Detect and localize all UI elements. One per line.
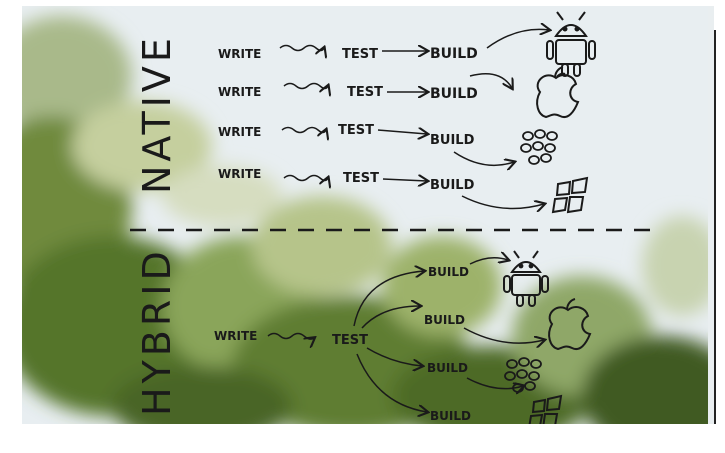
build-label: BUILD [428, 265, 469, 279]
arrow [382, 179, 427, 181]
adjacent-image-border [714, 30, 716, 424]
test-label: TEST [343, 171, 379, 186]
blackberry-icon [520, 129, 558, 165]
arrow [356, 353, 427, 412]
test-label: TEST [342, 47, 378, 62]
build-label: BUILD [430, 409, 471, 423]
arrow [469, 73, 512, 88]
arrow [453, 151, 514, 165]
arrow [469, 258, 508, 265]
hybrid-flow: WRITE TEST BUILD BUILD BUILD BUILD [214, 250, 592, 424]
arrow [463, 327, 544, 343]
arrow [361, 306, 420, 329]
build-label: BUILD [427, 361, 468, 375]
arrow [486, 29, 549, 49]
background [22, 6, 708, 424]
adjacent-image-edge [708, 6, 714, 424]
test-label: TEST [332, 333, 368, 348]
squiggle-arrow [283, 176, 328, 181]
android-icon [546, 11, 596, 77]
write-label: WRITE [218, 167, 261, 181]
write-label: WRITE [218, 47, 261, 61]
blackberry-icon [504, 357, 542, 393]
arrow [466, 377, 523, 389]
write-label: WRITE [218, 125, 261, 139]
windows-icon [528, 394, 563, 424]
native-row: WRITE TEST BUILD [218, 167, 589, 214]
squiggle-arrow [279, 46, 324, 51]
photo: NATIVE HYBRID WRITE TEST BUILD [22, 6, 708, 424]
section-hybrid-title: HYBRID [135, 247, 179, 416]
test-label: TEST [338, 123, 374, 138]
squiggle-arrow [283, 84, 328, 89]
arrow [353, 271, 424, 327]
arrow [366, 347, 422, 366]
build-label: BUILD [424, 313, 465, 327]
write-label: WRITE [214, 329, 257, 343]
test-label: TEST [347, 85, 383, 100]
diagram-canvas: NATIVE HYBRID WRITE TEST BUILD [22, 6, 708, 424]
apple-icon [536, 66, 580, 119]
squiggle-arrow [267, 332, 314, 340]
build-label: BUILD [430, 133, 475, 148]
native-row: WRITE TEST BUILD [218, 11, 596, 77]
section-native-title: NATIVE [135, 34, 179, 194]
squiggle-arrow [281, 128, 326, 133]
native-row: WRITE TEST BUILD [218, 123, 558, 165]
windows-icon [551, 176, 589, 214]
build-label: BUILD [430, 46, 478, 62]
apple-icon [548, 298, 592, 351]
build-label: BUILD [430, 86, 478, 102]
build-label: BUILD [430, 178, 475, 193]
arrow [377, 130, 427, 134]
android-icon [503, 250, 549, 307]
arrow [461, 195, 544, 209]
native-row: WRITE TEST BUILD [218, 66, 580, 119]
write-label: WRITE [218, 85, 261, 99]
